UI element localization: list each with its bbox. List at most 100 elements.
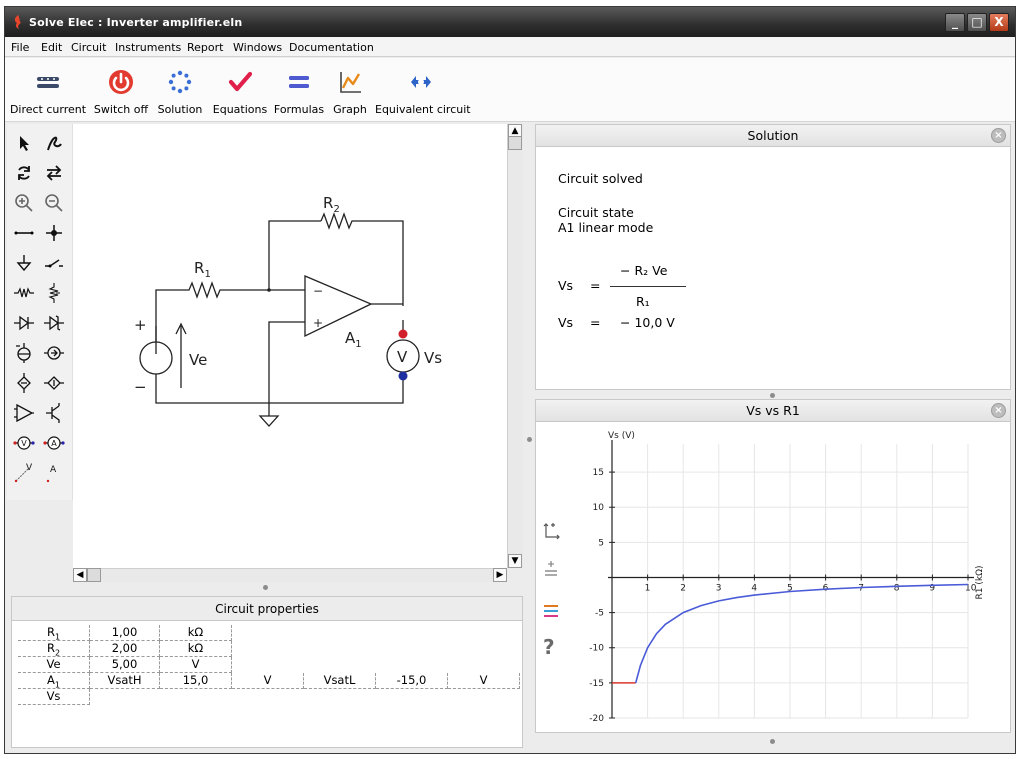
splitter-handle[interactable] [263, 585, 268, 590]
property-value[interactable]: 2,00 [90, 641, 160, 657]
y-tick-label: -15 [589, 679, 604, 689]
menu-bar: File Edit Circuit Instruments Report Win… [5, 37, 1015, 57]
vertical-splitter-handle[interactable] [527, 437, 532, 442]
app-logo-icon [14, 15, 21, 29]
flip-icon[interactable] [43, 162, 65, 184]
voltmeter-symbol[interactable]: V [397, 348, 408, 366]
menu-edit[interactable]: Edit [41, 41, 63, 54]
property-name: R1 [18, 625, 90, 641]
zoom-out-icon[interactable] [43, 192, 65, 214]
zener-diode-icon[interactable] [43, 312, 65, 334]
graph-icon [340, 72, 361, 93]
graph-close-icon[interactable]: × [991, 403, 1006, 418]
ammeter-tool-icon[interactable]: A [43, 432, 65, 454]
menu-file[interactable]: File [11, 41, 30, 54]
formulas-button[interactable]: Formulas [273, 60, 325, 120]
ground-icon[interactable] [13, 252, 35, 274]
current-probe-icon[interactable]: A [43, 462, 65, 484]
property-label: VsatH [90, 673, 160, 689]
panel-splitter-handle[interactable] [770, 393, 775, 398]
y-tick-label: -20 [589, 714, 604, 724]
menu-documentation[interactable]: Documentation [289, 41, 374, 54]
menu-report[interactable]: Report [187, 41, 224, 54]
svg-text:V: V [21, 439, 27, 448]
menu-instruments[interactable]: Instruments [115, 41, 182, 54]
opamp-minus-input: − [313, 284, 323, 298]
canvas-vertical-scrollbar[interactable]: ▲ ▼ [507, 124, 523, 568]
axes-scale-icon[interactable] [541, 521, 561, 541]
scroll-up-arrow[interactable]: ▲ [508, 124, 522, 138]
equivalent-circuit-button[interactable]: Equivalent circuit [375, 60, 471, 120]
result-value: − 10,0 V [620, 315, 675, 330]
x-tick-label: 4 [751, 583, 757, 593]
formula-numerator: − R₂ Ve [620, 263, 668, 278]
equations-button[interactable]: Equations [209, 60, 271, 120]
solution-close-icon[interactable]: × [991, 128, 1006, 143]
scroll-left-arrow[interactable]: ◀ [73, 568, 87, 582]
result-equals: = [590, 315, 601, 330]
title-bar: Solve Elec : Inverter amplifier.eln _ □ … [5, 7, 1015, 37]
op-amp-icon[interactable] [13, 402, 35, 424]
curve-list-icon[interactable] [541, 601, 561, 621]
voltage-source-icon[interactable] [13, 342, 35, 364]
circuit-canvas[interactable]: R2 R1 A1 Ve Vs V + − − + [73, 124, 507, 568]
controlled-current-source-icon[interactable] [43, 372, 65, 394]
formula-equals: = [590, 278, 601, 293]
source-minus-sign: − [134, 378, 147, 396]
source-plus-sign: + [134, 316, 147, 334]
property-value[interactable]: 1,00 [90, 625, 160, 641]
add-curve-icon[interactable] [541, 559, 561, 581]
zoom-in-icon[interactable] [13, 192, 35, 214]
graph-button[interactable]: Graph [329, 60, 371, 120]
canvas-horizontal-scrollbar[interactable]: ◀ ▶ [73, 568, 507, 582]
property-value[interactable]: -15,0 [376, 673, 448, 689]
formula-lhs: Vs [558, 278, 574, 293]
scroll-thumb-horizontal[interactable] [87, 568, 101, 582]
r2-label: R2 [323, 194, 340, 215]
scroll-right-arrow[interactable]: ▶ [493, 568, 507, 582]
diode-icon[interactable] [13, 312, 35, 334]
switch-icon[interactable] [43, 252, 65, 274]
scroll-thumb[interactable] [508, 136, 522, 150]
solution-icon [168, 70, 192, 94]
wire-tool-icon[interactable] [43, 132, 65, 154]
menu-windows[interactable]: Windows [233, 41, 283, 54]
graph-panel-title: Vs vs R1 [536, 400, 1010, 422]
maximize-button[interactable]: □ [967, 13, 987, 32]
solution-button[interactable]: Solution [155, 60, 205, 120]
circuit-properties-panel: Circuit properties R1 1,00 kΩ R2 2,00 kΩ… [11, 596, 523, 748]
scroll-down-arrow[interactable]: ▼ [508, 554, 522, 568]
current-source-icon[interactable] [43, 342, 65, 364]
solution-panel: Solution × Circuit solved Circuit state … [535, 124, 1011, 390]
transistor-icon[interactable] [43, 402, 65, 424]
x-tick-label: 5 [787, 583, 793, 593]
property-value[interactable]: 15,0 [160, 673, 232, 689]
equations-label: Equations [212, 103, 268, 116]
x-tick-label: 1 [645, 583, 651, 593]
vs-curve [634, 583, 969, 684]
close-button[interactable]: X [989, 13, 1009, 32]
select-arrow-icon[interactable] [13, 132, 35, 154]
node-icon[interactable] [43, 222, 65, 244]
wire-icon[interactable] [13, 222, 35, 244]
controlled-voltage-source-icon[interactable] [13, 372, 35, 394]
voltmeter-tool-icon[interactable]: V [13, 432, 35, 454]
switch-off-button[interactable]: Switch off [93, 60, 149, 120]
property-value[interactable]: 5,00 [90, 657, 160, 673]
bottom-splitter-handle[interactable] [770, 739, 775, 744]
y-tick-label: 5 [598, 538, 604, 548]
x-tick-label: 3 [716, 583, 722, 593]
resistor-icon[interactable] [13, 282, 35, 304]
circuit-properties-title: Circuit properties [12, 597, 522, 621]
y-axis-label: Vs (V) [608, 431, 635, 441]
rotate-icon[interactable] [13, 162, 35, 184]
svg-text:A: A [50, 465, 57, 475]
menu-circuit[interactable]: Circuit [71, 41, 107, 54]
voltage-probe-icon[interactable]: V [13, 462, 35, 484]
minimize-button[interactable]: _ [945, 13, 965, 32]
switch-off-label: Switch off [93, 103, 149, 116]
potentiometer-icon[interactable] [43, 282, 65, 304]
help-icon[interactable]: ? [543, 635, 555, 659]
direct-current-button[interactable]: Direct current [9, 60, 87, 120]
